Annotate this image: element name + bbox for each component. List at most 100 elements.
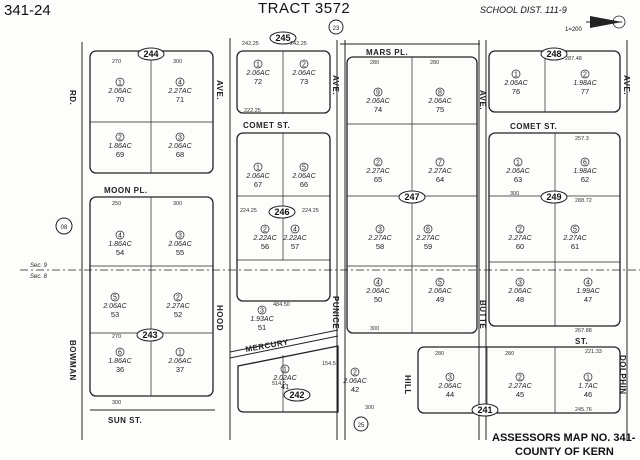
parcel-circle xyxy=(280,364,290,374)
dim-label: 280 xyxy=(435,351,444,357)
parcel-circle xyxy=(175,132,185,142)
lot-number: 67 xyxy=(254,180,262,189)
parcel-acreage: 1.99AC xyxy=(576,288,600,295)
parcel-acreage: 2.06AC xyxy=(167,358,192,365)
north-arrow-icon xyxy=(586,15,626,29)
map-reference-number: 341-24 xyxy=(4,2,51,19)
dim-label: 280 xyxy=(430,60,439,66)
parcel-circle xyxy=(299,59,309,69)
street-bowman: BOWMAN xyxy=(68,340,77,381)
street-moon: MOON PL. xyxy=(104,186,148,195)
lot-number: 48 xyxy=(516,295,524,304)
parcel-circle xyxy=(260,224,270,234)
lot-number: 77 xyxy=(581,87,589,96)
section-8-label: Sec. 8 xyxy=(30,274,48,280)
parcel-circle xyxy=(515,277,525,287)
parcel-acreage: 2.06AC xyxy=(167,143,192,150)
dim-label: 300 xyxy=(112,400,121,406)
lot-number: 61 xyxy=(571,242,579,251)
parcel-acreage: 2.27AC xyxy=(167,88,192,95)
lot-number: 42 xyxy=(351,385,359,394)
parcel-circle xyxy=(175,77,185,87)
dim-label: 300 xyxy=(510,191,519,197)
parcel-number: 3 xyxy=(178,233,182,240)
parcel-circle xyxy=(513,157,523,167)
street-rd: RD. xyxy=(68,90,77,105)
block-number-243: 243 xyxy=(142,330,157,340)
dim-label: 280 xyxy=(505,351,514,357)
block-244 xyxy=(89,50,214,174)
parcel-circle xyxy=(435,157,445,167)
parcel-acreage: 2.06AC xyxy=(167,241,192,248)
street-comet-right: COMET ST. xyxy=(510,122,557,131)
lot-number: 70 xyxy=(116,95,124,104)
scale-label: 1=200 xyxy=(565,27,582,33)
street-punice: PUNICE xyxy=(331,296,340,329)
parcel-number: 6 xyxy=(583,160,587,167)
parcel-number: 1 xyxy=(256,62,260,69)
parcel-circle xyxy=(373,87,383,97)
parcel-acreage: 2.06AC xyxy=(342,378,367,385)
street-hood: HOOD xyxy=(215,305,224,331)
street-comet-left: COMET ST. xyxy=(243,121,290,130)
parcel-number: 2 xyxy=(176,295,180,302)
parcel-number: 2 xyxy=(353,370,357,377)
parcel-circle xyxy=(445,372,455,382)
parcel-acreage: 1.98AC xyxy=(573,80,597,87)
parcel-circle xyxy=(375,224,385,234)
lot-number: 64 xyxy=(436,175,444,184)
parcel-circle xyxy=(373,277,383,287)
parcel-acreage: 2.06AC xyxy=(245,70,270,77)
lot-number: 59 xyxy=(424,242,432,251)
lot-number: 63 xyxy=(514,175,522,184)
parcel-circle xyxy=(423,224,433,234)
block-number-242: 242 xyxy=(289,390,304,400)
lot-number: 51 xyxy=(258,323,266,332)
parcel-number: 5 xyxy=(438,280,442,287)
parcel-circle xyxy=(115,132,125,142)
parcel-circle xyxy=(175,347,185,357)
dim-label: 245.76 xyxy=(575,407,592,413)
lot-number: 72 xyxy=(254,77,262,86)
parcel-circle xyxy=(435,277,445,287)
lot-number: 58 xyxy=(376,242,384,251)
parcel-acreage: 2.06AC xyxy=(503,80,528,87)
parcel-circle xyxy=(115,230,125,240)
dim-label: 300 xyxy=(365,405,374,411)
lot-number: 69 xyxy=(116,150,124,159)
parcel-acreage: 2.06AC xyxy=(365,98,390,105)
parcel-acreage: 2.27AC xyxy=(367,235,392,242)
parcel-number: 5 xyxy=(573,227,577,234)
lot-number: 65 xyxy=(374,175,382,184)
street-mars: MARS PL. xyxy=(366,48,408,57)
street-sun: SUN ST. xyxy=(108,416,142,425)
block-number-23: 23 xyxy=(333,26,340,32)
parcel-number: 1 xyxy=(256,165,260,172)
street-st-right: ST. xyxy=(575,337,588,346)
dim-label: 300 xyxy=(370,326,379,332)
parcel-number: 4 xyxy=(178,80,182,87)
parcel-number: 1 xyxy=(514,72,518,79)
block-number-08: 08 xyxy=(61,225,68,231)
dim-label: 300 xyxy=(173,59,182,65)
street-dolphin: DOLPHIN xyxy=(618,355,627,395)
parcel-number: 4 xyxy=(376,280,380,287)
block-number-246: 246 xyxy=(274,207,289,217)
parcel-number: 2 xyxy=(518,227,522,234)
parcel-circle xyxy=(115,347,125,357)
parcel-circle xyxy=(580,157,590,167)
lot-number: 44 xyxy=(446,390,454,399)
parcel-circle xyxy=(570,224,580,234)
parcel-number: 6 xyxy=(118,350,122,357)
dim-label: 224.25 xyxy=(302,208,319,214)
parcel-number: 3 xyxy=(178,135,182,142)
parcel-number: 8 xyxy=(438,90,442,97)
lot-number: 62 xyxy=(581,175,589,184)
parcel-circle xyxy=(350,367,360,377)
parcel-circle xyxy=(253,59,263,69)
parcel-circle xyxy=(435,87,445,97)
parcel-circle xyxy=(580,69,590,79)
parcel-circle xyxy=(290,224,300,234)
parcel-number: 2 xyxy=(302,62,306,69)
